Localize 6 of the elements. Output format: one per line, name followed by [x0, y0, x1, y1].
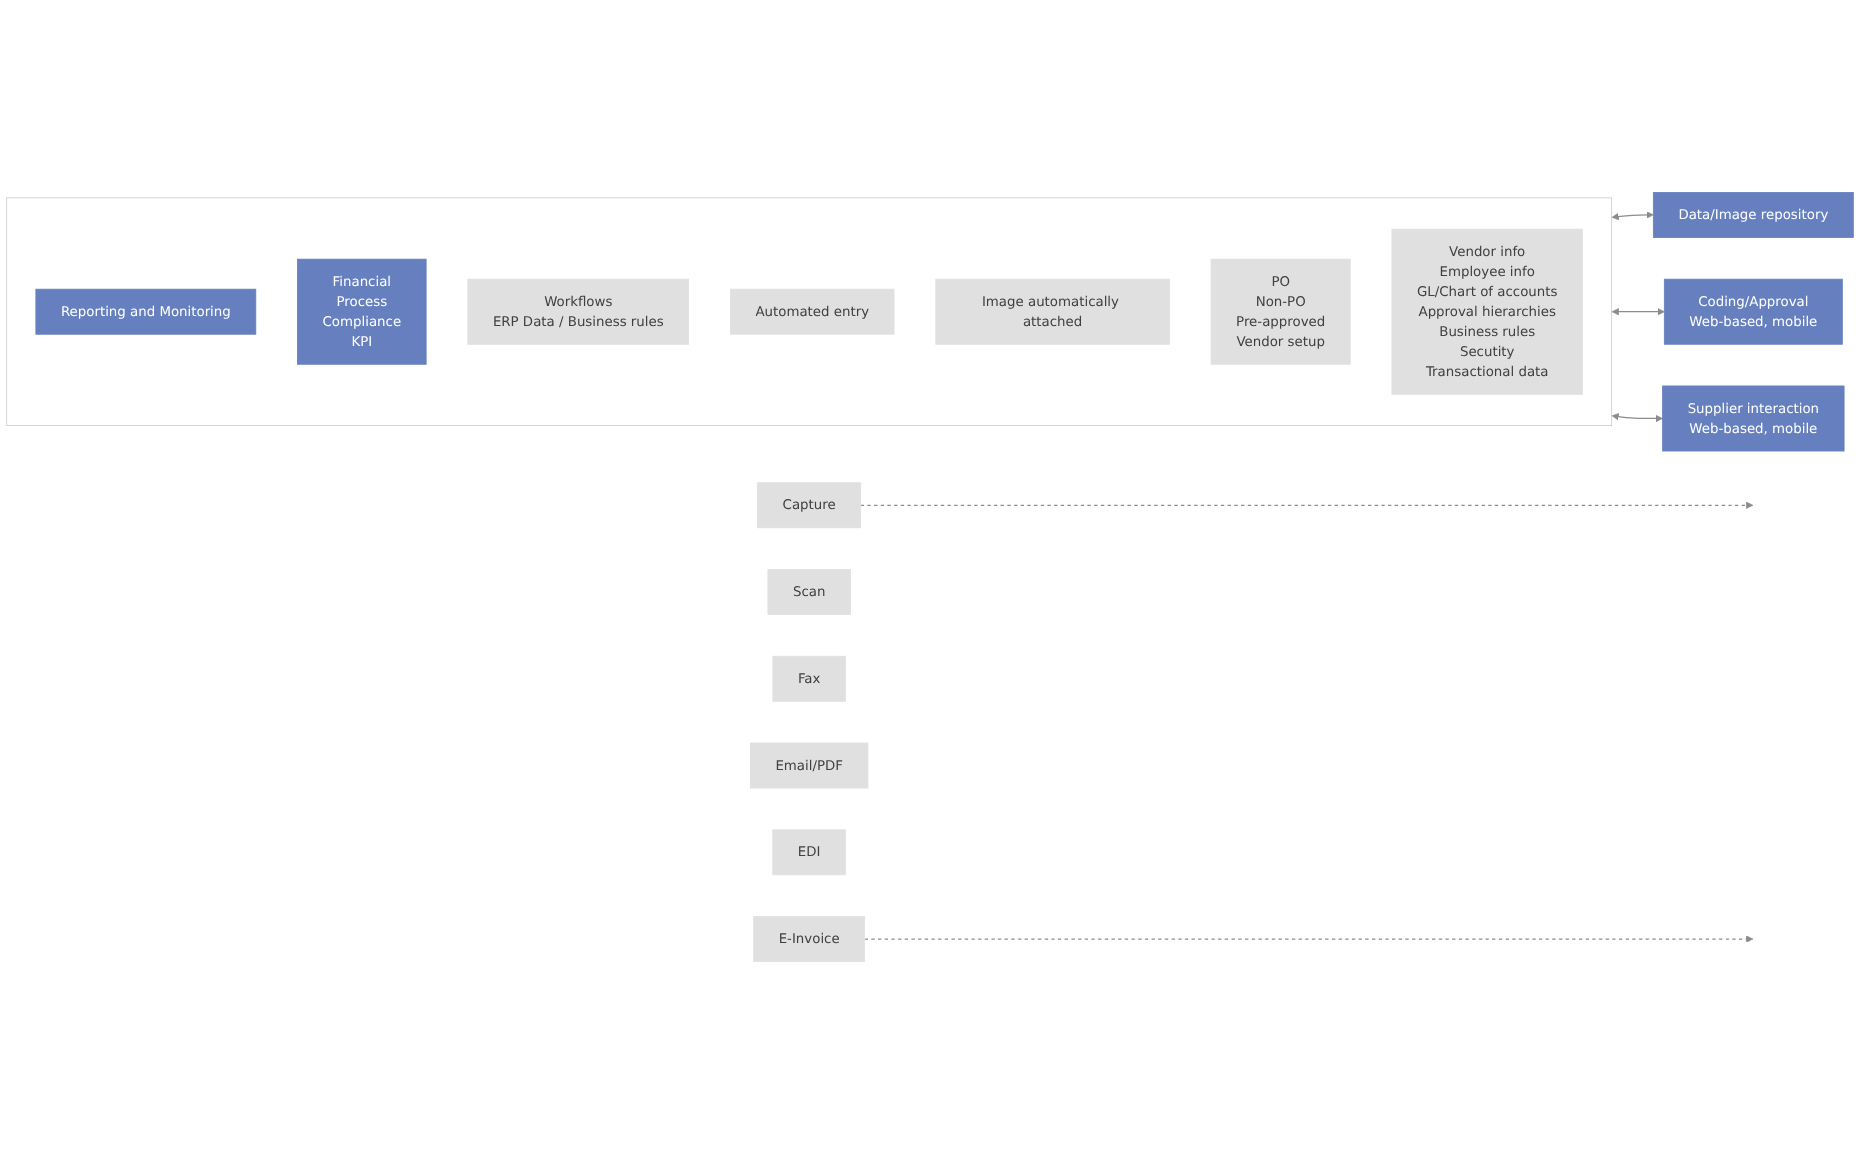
arrow: [1611, 211, 1654, 221]
arrow: [1611, 308, 1665, 316]
cluster: [6, 197, 1613, 426]
arrow: [860, 501, 1754, 509]
arrow: [864, 935, 1754, 943]
arrow: [1611, 413, 1663, 423]
